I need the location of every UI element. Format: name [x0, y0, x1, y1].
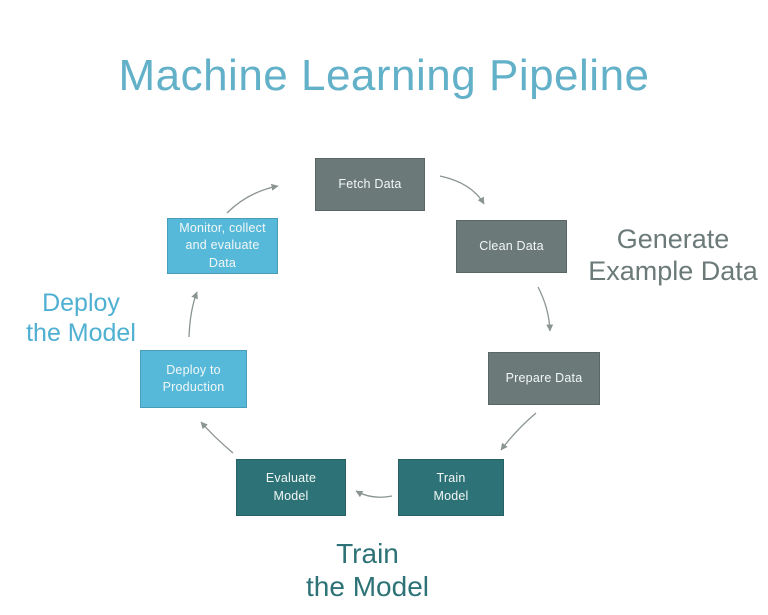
step-fetch-data: Fetch Data	[315, 158, 425, 211]
arrow-clean-to-prepare	[537, 286, 554, 332]
step-evaluate-model-label: Evaluate Model	[265, 471, 317, 503]
arrow-train-to-evaluate	[355, 490, 393, 498]
stage-label-train-the-model: Train the Model	[306, 538, 429, 603]
step-evaluate-model: Evaluate Model	[236, 459, 346, 516]
stage-label-deploy-the-model: Deploy the Model	[26, 289, 136, 347]
step-monitor-collect-evaluate: Monitor, collect and evaluate Data	[167, 218, 278, 274]
step-monitor-collect-evaluate-label: Monitor, collect and evaluate Data	[179, 220, 266, 270]
step-clean-data-label: Clean Data	[479, 238, 544, 253]
page-title: Machine Learning Pipeline	[118, 51, 650, 101]
step-train-model-label: Train Model	[433, 471, 469, 503]
arrow-deploy-to-monitor	[188, 291, 198, 338]
step-prepare-data: Prepare Data	[488, 352, 600, 405]
step-deploy-to-production: Deploy to Production	[140, 350, 247, 408]
step-fetch-data-label: Fetch Data	[338, 176, 402, 191]
step-clean-data: Clean Data	[456, 220, 567, 273]
arrow-prepare-to-train	[500, 412, 537, 451]
arrow-evaluate-to-deploy	[200, 421, 234, 454]
arrow-monitor-to-fetch	[226, 183, 279, 214]
step-deploy-to-production-label: Deploy to Production	[162, 362, 225, 395]
step-prepare-data-label: Prepare Data	[505, 370, 583, 385]
stage-label-generate-example-data: Generate Example Data	[588, 224, 758, 286]
arrow-fetch-to-clean	[439, 175, 485, 205]
step-train-model: Train Model	[398, 459, 504, 516]
